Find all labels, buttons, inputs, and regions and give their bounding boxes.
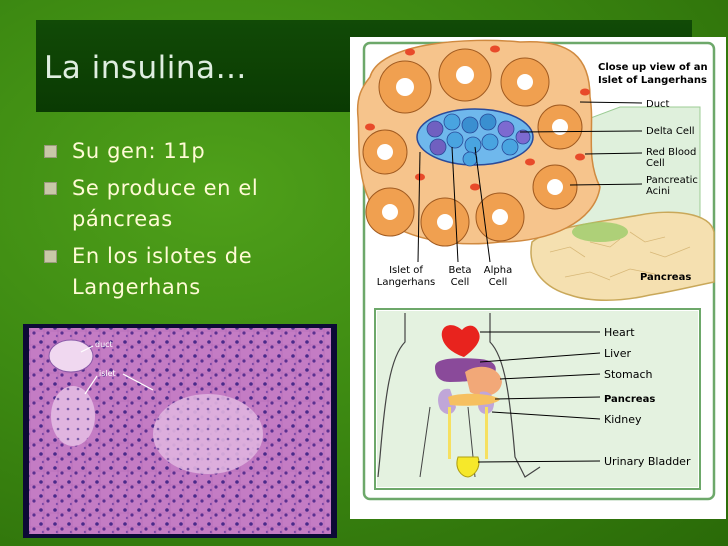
label-acini-2: Acini <box>646 186 670 197</box>
bullet-item-gene: Su gen: 11p <box>44 136 334 167</box>
bullet-square-icon <box>44 145 57 158</box>
slide-title: La insulina… <box>44 50 248 86</box>
label-islet-1: Islet of <box>389 265 423 276</box>
bullet-square-icon <box>44 250 57 263</box>
bullet-list: Su gen: 11p Se produce en el páncreas En… <box>44 136 334 309</box>
bladder-organ <box>456 456 480 478</box>
body-panel-fill <box>377 311 698 487</box>
pancreas-highlight <box>572 222 628 242</box>
label-beta-2: Cell <box>451 277 470 288</box>
photo-label-islet: islet <box>99 369 116 378</box>
bullet-text-cont: Langerhans <box>72 275 201 299</box>
organ-leader-lines <box>477 331 601 463</box>
acini-centers <box>377 66 568 230</box>
pancreas-small-organ <box>448 393 500 406</box>
label-pancreas: Pancreas <box>604 394 655 405</box>
bullet-item-islets: En los islotes de Langerhans <box>44 241 334 303</box>
label-alpha-2: Cell <box>489 277 508 288</box>
label-pancreas-organ: Pancreas <box>640 272 691 283</box>
label-duct: Duct <box>646 99 670 110</box>
heart-organ <box>441 325 480 357</box>
bullet-text: En los islotes de <box>72 244 253 268</box>
bullet-text: Su gen: 11p <box>72 139 206 163</box>
label-rbc-2: Cell <box>646 158 665 169</box>
label-kidney: Kidney <box>604 413 642 426</box>
label-beta-1: Beta <box>448 265 471 276</box>
leader-lines <box>417 101 643 263</box>
label-heart: Heart <box>604 326 635 339</box>
photo-arrows <box>80 345 154 395</box>
label-liver: Liver <box>604 347 631 360</box>
bullet-text: Se produce en el <box>72 176 259 200</box>
label-acini-1: Pancreatic <box>646 175 698 186</box>
kidney-organ-left <box>438 388 456 415</box>
label-alpha-1: Alpha <box>484 265 512 276</box>
islet-cells <box>426 113 531 167</box>
histology-image: duct islet <box>23 324 337 538</box>
photo-label-duct: duct <box>95 340 113 349</box>
caption-line1: Close up view of an <box>598 62 708 73</box>
ureter-right <box>485 407 488 459</box>
photo-duct <box>48 339 94 373</box>
photo-islet <box>153 394 263 474</box>
stomach-organ <box>465 366 502 396</box>
islet-diagram: Close up view of an Islet of Langerhans … <box>350 37 726 519</box>
photo-islet-small <box>51 386 95 446</box>
acini-group <box>362 48 583 247</box>
bullet-text-cont: páncreas <box>72 207 173 231</box>
bullet-square-icon <box>44 182 57 195</box>
label-stomach: Stomach <box>604 368 653 381</box>
pancreas-lobules <box>549 231 691 281</box>
caption-line2: Islet of Langerhans <box>598 75 707 86</box>
label-rbc-1: Red Blood <box>646 147 696 158</box>
ureter-left <box>448 407 451 459</box>
body-outline <box>377 313 541 478</box>
bullet-item-production: Se produce en el páncreas <box>44 173 334 235</box>
label-urinary-bladder: Urinary Bladder <box>604 455 691 468</box>
label-delta-cell: Delta Cell <box>646 126 695 137</box>
label-islet-2: Langerhans <box>377 277 436 288</box>
